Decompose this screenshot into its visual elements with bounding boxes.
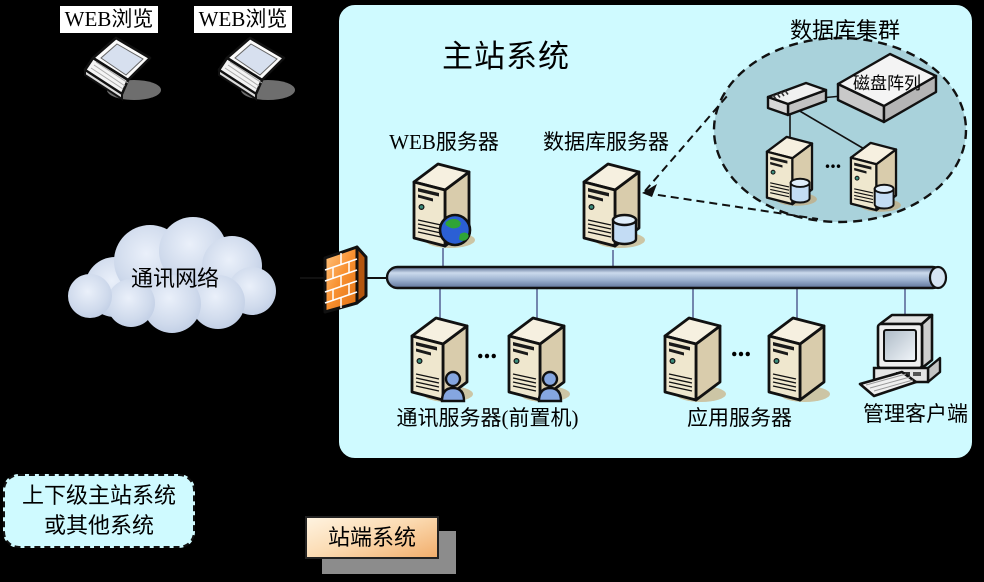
web-browse-label-right: WEB浏览	[194, 6, 292, 33]
comm-servers-ellipsis: ...	[476, 334, 498, 364]
other-systems-line1: 上下级主站系统	[21, 483, 176, 508]
db-cluster-title: 数据库集群	[789, 18, 900, 43]
app-server-icon-2	[767, 316, 832, 404]
db-cluster-ellipse	[712, 36, 968, 224]
disk-array-label: 磁盘阵列	[853, 74, 921, 93]
network-cloud-label: 通讯网络	[130, 266, 219, 291]
app-servers-label: 应用服务器	[687, 406, 792, 430]
web-server-icon	[412, 162, 477, 250]
database-cylinder-icon	[611, 213, 638, 246]
bus-end-cap	[928, 265, 948, 290]
cluster-server-icon-1	[765, 135, 819, 207]
connector-lines	[439, 248, 906, 318]
disk-array-icon	[836, 52, 938, 124]
callout-arrowhead	[642, 184, 657, 197]
network-cloud-shape	[68, 217, 276, 333]
mgmt-client-icon	[858, 313, 942, 398]
laptop-icon-left	[83, 36, 163, 102]
db-server-icon	[582, 162, 647, 250]
comm-server-icon-2	[507, 316, 572, 404]
app-servers-ellipsis: ...	[730, 332, 752, 362]
db-server-label: 数据库服务器	[543, 130, 669, 154]
mgmt-client-label: 管理客户端	[863, 402, 968, 426]
app-server-icon-1	[663, 316, 728, 404]
database-cylinder-icon	[873, 183, 895, 210]
database-cylinder-icon	[789, 177, 811, 204]
callout-dashed-lines	[644, 94, 819, 220]
cluster-ellipsis: ...	[824, 148, 842, 173]
comm-server-icon-1	[410, 316, 475, 404]
main-station-title: 主站系统	[442, 39, 570, 74]
switch-icon	[766, 81, 828, 117]
cluster-server-icon-2	[849, 141, 903, 213]
bus-backbone	[385, 265, 948, 290]
other-systems-line2: 或其他系统	[43, 513, 154, 538]
web-browse-label-left: WEB浏览	[60, 6, 158, 33]
comm-servers-label: 通讯服务器(前置机)	[396, 406, 579, 430]
web-server-label: WEB服务器	[389, 130, 499, 154]
other-systems-box: 上下级主站系统 或其他系统	[3, 474, 195, 548]
station-system-box: 站端系统	[305, 516, 439, 559]
globe-icon	[438, 213, 472, 247]
firewall-icon	[323, 245, 368, 314]
laptop-icon-right	[217, 36, 297, 102]
